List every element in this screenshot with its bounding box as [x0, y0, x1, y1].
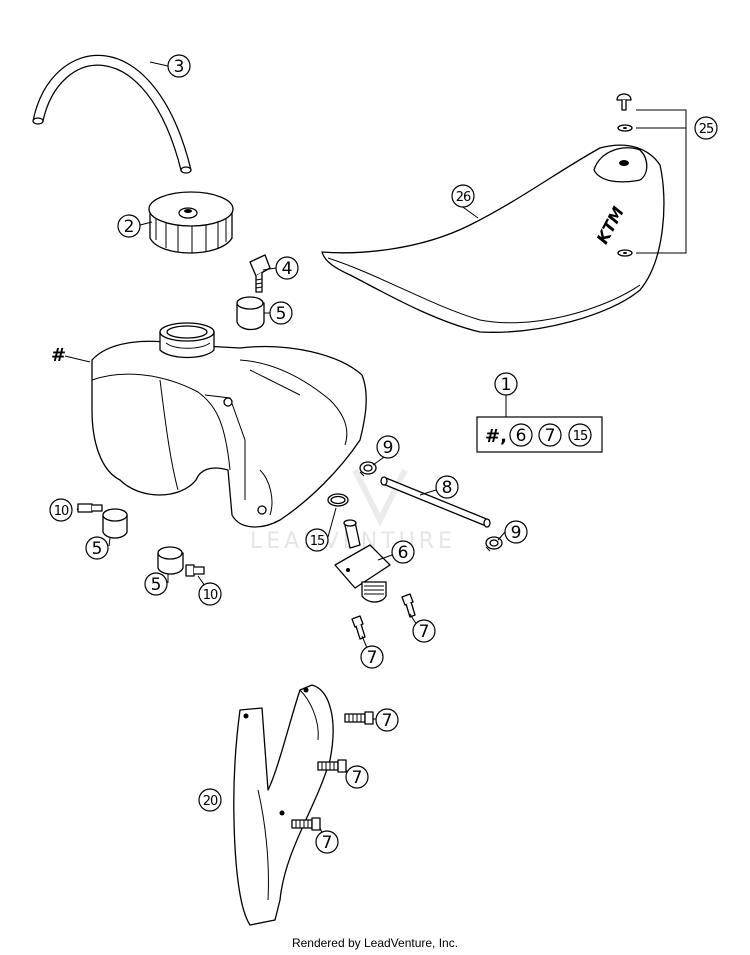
tap-screw-right	[401, 593, 416, 618]
svg-text:4: 4	[282, 259, 293, 279]
callout-7-spoiler-middle: 7	[345, 765, 369, 789]
rubber-bushing-left	[102, 508, 128, 539]
tank-spoiler	[233, 684, 334, 926]
callout-3: 3	[167, 54, 191, 78]
svg-text:7: 7	[382, 711, 393, 731]
callout-7-tap-right: 7	[412, 619, 436, 643]
breather-hose	[32, 54, 192, 174]
fuel-tank	[91, 322, 367, 528]
callout-5-upper: 5	[269, 301, 293, 325]
bolt-upper-left	[77, 503, 103, 513]
footer-credit: Rendered by LeadVenture, Inc.	[292, 936, 458, 950]
svg-text:3: 3	[174, 57, 185, 77]
hose-clamp-lower	[485, 536, 503, 552]
svg-text:1: 1	[501, 375, 512, 395]
callout-7-spoiler-upper: 7	[375, 708, 399, 732]
svg-text:2: 2	[124, 217, 135, 237]
svg-text:9: 9	[511, 523, 522, 543]
tap-screw-left	[351, 615, 366, 640]
bolt-lower	[185, 564, 205, 577]
svg-text:5: 5	[151, 575, 162, 595]
svg-text:10: 10	[54, 504, 69, 519]
callout-8: 8	[435, 475, 459, 499]
seat: KTM	[321, 144, 665, 333]
svg-text:9: 9	[383, 438, 394, 458]
svg-text:7: 7	[322, 833, 333, 853]
svg-text:26: 26	[456, 190, 471, 205]
seat-fasteners	[616, 93, 633, 257]
svg-text:7: 7	[419, 622, 430, 642]
svg-text:7: 7	[545, 426, 556, 446]
tank-marker: #	[51, 345, 66, 366]
spoiler-screw-middle	[317, 759, 347, 773]
spoiler-screw-lower	[291, 817, 321, 831]
callout-6: 6	[391, 540, 415, 564]
svg-text:15: 15	[310, 534, 325, 549]
leader-lines	[64, 61, 687, 841]
callout-5-left: 5	[85, 536, 109, 560]
svg-text:6: 6	[516, 426, 527, 446]
callout-26: 26	[451, 184, 475, 208]
rubber-bushing-lower	[157, 546, 184, 575]
callout-7-tap-left: 7	[360, 645, 384, 669]
tank-mount-bolt	[249, 254, 271, 293]
callout-1: 1	[494, 372, 518, 396]
callout-20: 20	[198, 788, 222, 812]
callout-10-lower: 10	[198, 582, 222, 606]
svg-text:10: 10	[203, 588, 218, 603]
callout-9-upper: 9	[376, 435, 400, 459]
callout-10-upper: 10	[49, 498, 73, 522]
hose-clamp-upper	[359, 461, 377, 477]
kit-item-15: 15	[568, 423, 592, 447]
svg-text:7: 7	[367, 648, 378, 668]
svg-text:5: 5	[276, 304, 287, 324]
rubber-bushing-upper	[236, 296, 265, 331]
kit-box: #, 6 7 15	[476, 416, 603, 453]
o-ring	[327, 493, 349, 507]
svg-text:7: 7	[352, 768, 363, 788]
svg-text:8: 8	[442, 478, 453, 498]
kit-item-7: 7	[538, 423, 562, 447]
fuel-cap	[148, 191, 234, 254]
callout-4: 4	[275, 256, 299, 280]
kit-item-6: 6	[509, 423, 533, 447]
callout-2: 2	[117, 214, 141, 238]
callout-9-lower: 9	[504, 520, 528, 544]
svg-text:15: 15	[573, 429, 588, 444]
callout-15: 15	[305, 528, 329, 552]
callout-5-lower: 5	[144, 572, 168, 596]
fuel-tap	[334, 519, 391, 603]
callout-25: 25	[694, 116, 718, 140]
svg-text:5: 5	[92, 539, 103, 559]
svg-text:25: 25	[699, 122, 714, 137]
svg-text:6: 6	[398, 543, 409, 563]
svg-text:20: 20	[203, 794, 218, 809]
fuel-line	[380, 476, 491, 528]
spoiler-screw-upper	[344, 711, 374, 725]
callout-7-spoiler-lower: 7	[315, 830, 339, 854]
kit-box-prefix: #,	[485, 426, 507, 447]
